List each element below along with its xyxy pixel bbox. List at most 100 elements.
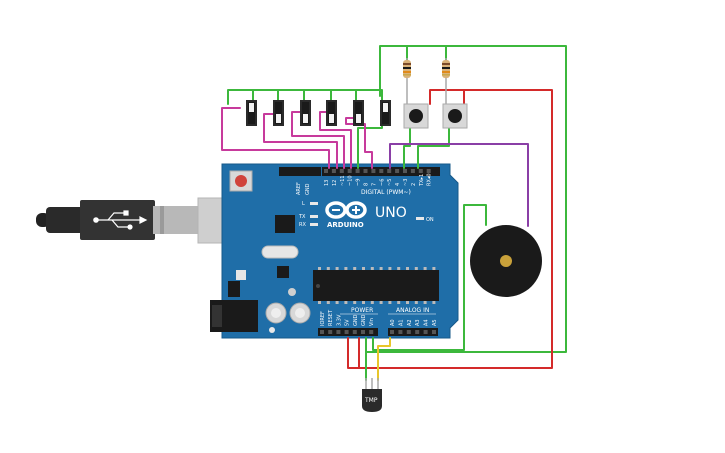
wire-purple-buzzer: [389, 143, 529, 227]
resistor-1: [403, 58, 411, 104]
power-pin-hole: [361, 330, 365, 334]
digital-pin-label: TX▸1: [419, 174, 425, 187]
analog-pin-label: A0: [390, 319, 396, 326]
led-label-rx: RX: [299, 222, 306, 228]
digital-pin-hole: [410, 169, 415, 173]
pushbutton-2[interactable]: [442, 103, 468, 129]
slide-switch[interactable]: [246, 100, 257, 126]
digital-pin-hole: [371, 169, 376, 173]
analog-pin-label: A5: [432, 319, 438, 326]
sensor-label: TMP: [364, 397, 378, 404]
digital-pin-hole: [324, 169, 328, 173]
led-label-tx: TX: [298, 214, 306, 220]
left-digital-header: [279, 167, 321, 176]
piezo-buzzer: [470, 225, 542, 297]
digital-pin-label: RX◂0: [427, 173, 433, 186]
wire-magenta-switch-1: [221, 107, 330, 169]
reset-button[interactable]: [229, 170, 253, 192]
analog-pin-label: A3: [415, 319, 421, 326]
wire-green-button-2: [417, 125, 450, 169]
analog-pin-hole: [432, 330, 436, 334]
pushbutton-1[interactable]: [403, 103, 429, 129]
digital-pin-label: ~6: [379, 179, 385, 186]
analog-pin-header: [388, 328, 438, 336]
power-pin-label: Vin: [369, 318, 375, 326]
wire-magenta-switch-5: [345, 117, 373, 169]
on-led-label: ON: [426, 217, 434, 223]
slide-switches: [246, 100, 391, 126]
small-chip: [277, 266, 289, 278]
capacitors: [265, 288, 311, 333]
digital-pin-label: 4: [395, 183, 401, 186]
digital-pin-hole: [426, 169, 431, 173]
slide-switch[interactable]: [273, 100, 284, 126]
pin-label-gnd: GND: [305, 183, 311, 195]
power-pin-label: IOREF: [320, 311, 326, 326]
power-pin-label: 3.3V: [336, 314, 342, 326]
digital-pin-label: 13: [324, 180, 330, 186]
analog-pin-hole: [423, 330, 428, 334]
crystal-oscillator: [261, 245, 299, 259]
usb-cable: [36, 197, 241, 244]
smd-component: [236, 270, 246, 280]
model-label: UNO: [375, 205, 407, 221]
digital-pin-label: ~10: [348, 175, 354, 186]
digital-pin-hole: [403, 169, 407, 173]
slide-switch[interactable]: [326, 100, 337, 126]
status-leds: [310, 202, 424, 226]
analog-header-label: ANALOG IN: [396, 307, 429, 314]
power-pin-hole: [369, 330, 374, 334]
digital-pin-label: 8: [364, 183, 370, 186]
analog-pin-hole: [390, 330, 394, 334]
arduino-logo: [325, 201, 367, 219]
analog-pin-hole: [398, 330, 403, 334]
wire-green-button-1: [403, 125, 411, 169]
wires: [221, 45, 567, 381]
atmega-microcontroller: [313, 267, 439, 304]
digital-pin-label: 2: [411, 183, 417, 186]
slide-switch[interactable]: [300, 100, 311, 126]
slide-switch[interactable]: [353, 100, 364, 126]
power-jack: [210, 281, 258, 332]
analog-pin-label: A2: [407, 319, 413, 326]
pin-label-aref: AREF: [296, 182, 302, 195]
power-pin-label: GND: [353, 314, 359, 326]
digital-pin-hole: [395, 169, 400, 173]
digital-pin-hole: [363, 169, 368, 173]
analog-pin-label: A4: [424, 319, 430, 326]
digital-pin-hole: [418, 169, 423, 173]
power-pin-label: RESET: [328, 309, 334, 326]
digital-pin-hole: [347, 169, 352, 173]
power-header-label: POWER: [351, 307, 373, 314]
digital-pin-label: ~3: [403, 179, 409, 186]
digital-pin-hole: [387, 169, 392, 173]
digital-pin-hole: [331, 169, 336, 173]
digital-header-label: DIGITAL (PWM~): [361, 189, 411, 196]
brand-label: ARDUINO: [327, 221, 364, 229]
power-pin-hole: [344, 330, 349, 334]
power-pin-hole: [352, 330, 357, 334]
digital-pin-hole: [339, 169, 344, 173]
analog-pin-hole: [406, 330, 411, 334]
wire-magenta-switch-3: [291, 111, 345, 169]
digital-pin-hole: [355, 169, 360, 173]
digital-pin-label: ~5: [387, 179, 393, 186]
power-pin-hole: [336, 330, 341, 334]
power-pin-label: GND: [361, 314, 367, 326]
digital-pin-label: ~9: [356, 179, 362, 186]
wire-green-buzzer-ground: [372, 204, 487, 351]
usb-chip: [275, 215, 295, 233]
analog-pin-label: A1: [398, 319, 404, 326]
power-pin-hole: [320, 330, 324, 334]
power-pin-label: 5V: [345, 319, 351, 326]
wire-red-power: [347, 89, 553, 369]
slide-switch[interactable]: [380, 100, 391, 126]
wire-magenta-switch-4: [319, 111, 352, 169]
led-label-l: L: [302, 201, 305, 207]
power-pin-hole: [328, 330, 333, 334]
